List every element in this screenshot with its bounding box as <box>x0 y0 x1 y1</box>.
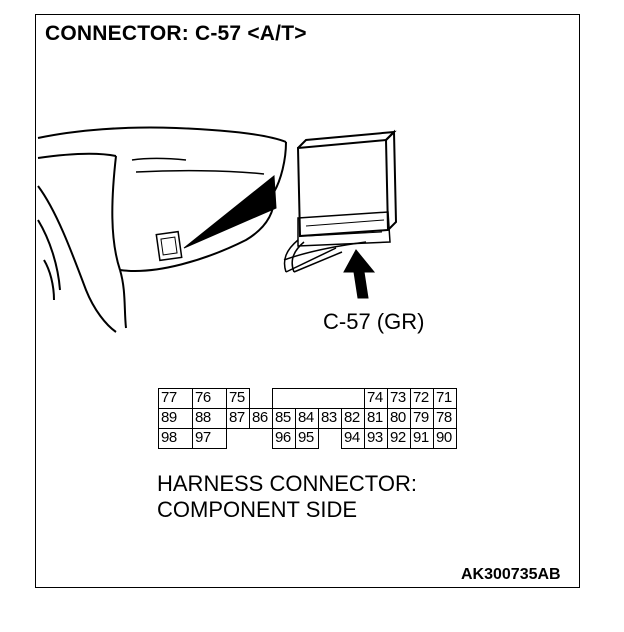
pin-81: 81 <box>364 408 388 429</box>
pin-79: 79 <box>410 408 434 429</box>
pin-91: 91 <box>410 428 434 449</box>
pin-83: 83 <box>318 408 342 429</box>
pin-93: 93 <box>364 428 388 449</box>
pin-82: 82 <box>341 408 365 429</box>
harness-caption-line2: COMPONENT SIDE <box>157 497 358 522</box>
pin-84: 84 <box>295 408 319 429</box>
pin-87: 87 <box>226 408 250 429</box>
pin-75: 75 <box>226 388 250 409</box>
pin-97: 97 <box>192 428 227 449</box>
pin-78: 78 <box>433 408 457 429</box>
harness-caption-line1: HARNESS CONNECTOR: <box>157 471 417 496</box>
pin-88: 88 <box>192 408 227 429</box>
vehicle-location-illustration <box>37 126 398 333</box>
pin-85: 85 <box>272 408 296 429</box>
connector-label: C-57 (GR) <box>323 309 425 334</box>
pin-96: 96 <box>272 428 296 449</box>
pin-90: 90 <box>433 428 457 449</box>
diagram-frame <box>35 14 580 588</box>
pin-72: 72 <box>410 388 434 409</box>
pin-77: 77 <box>158 388 193 409</box>
pin-76: 76 <box>192 388 227 409</box>
pin-74: 74 <box>364 388 388 409</box>
figure-code: AK300735AB <box>461 566 561 583</box>
pin-92: 92 <box>387 428 411 449</box>
pin-98: 98 <box>158 428 193 449</box>
pin-80: 80 <box>387 408 411 429</box>
connector-key <box>272 388 365 409</box>
pin-86: 86 <box>249 408 273 429</box>
pin-71: 71 <box>433 388 457 409</box>
pin-95: 95 <box>295 428 319 449</box>
pin-73: 73 <box>387 388 411 409</box>
pin-89: 89 <box>158 408 193 429</box>
pin-94: 94 <box>341 428 365 449</box>
connector-title: CONNECTOR: C-57 <A/T> <box>45 22 307 45</box>
